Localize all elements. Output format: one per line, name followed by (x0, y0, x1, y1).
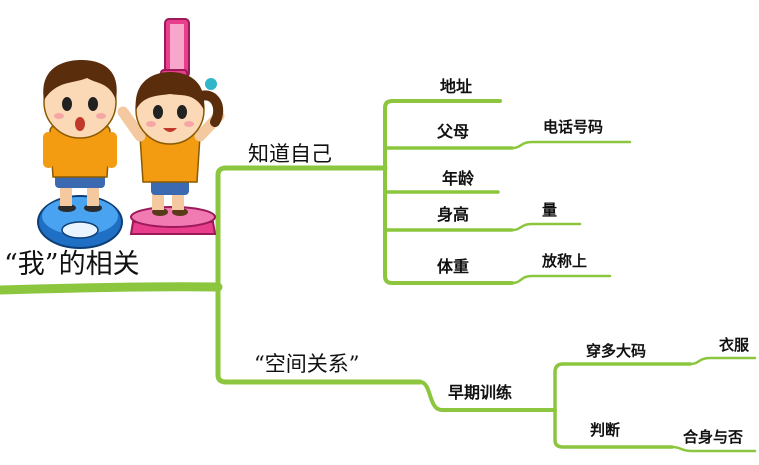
edge-size-detail (688, 356, 757, 366)
node-phone: 电话号码 (543, 118, 604, 136)
girl-height-measure-icon (117, 18, 225, 235)
node-measure: 量 (542, 201, 558, 219)
node-fit-or-not: 合身与否 (683, 428, 744, 446)
edge-judge-detail (670, 445, 757, 453)
root-spine-lower (215, 284, 423, 385)
branch1-spine-lower (383, 166, 514, 285)
root-line (0, 282, 223, 295)
node-height: 身高 (437, 205, 470, 224)
branch2-to-training (418, 380, 557, 412)
node-weight: 体重 (437, 257, 470, 276)
branch-spatial-relation: “空间关系” (254, 352, 360, 376)
training-spine-up (553, 362, 692, 412)
node-early-training: 早期训练 (448, 383, 513, 402)
branch1-spine (383, 99, 502, 170)
root-label: “我”的相关 (4, 249, 140, 280)
node-clothes: 衣服 (719, 336, 750, 354)
node-address: 地址 (440, 77, 473, 96)
edge-height-detail (510, 222, 582, 232)
node-parents: 父母 (437, 122, 470, 141)
root-spine (215, 165, 388, 290)
children-illustration (37, 18, 225, 249)
node-judge: 判断 (590, 421, 621, 439)
node-age: 年龄 (442, 169, 475, 188)
node-size-choice: 穿多大码 (586, 342, 647, 360)
boy-on-scale-icon (37, 60, 123, 249)
branch-know-self: 知道自己 (248, 142, 332, 166)
edge-parents-detail (510, 140, 632, 150)
training-spine-down (553, 408, 674, 449)
edge-weight-detail (510, 274, 612, 285)
node-on-scale: 放称上 (542, 252, 588, 270)
